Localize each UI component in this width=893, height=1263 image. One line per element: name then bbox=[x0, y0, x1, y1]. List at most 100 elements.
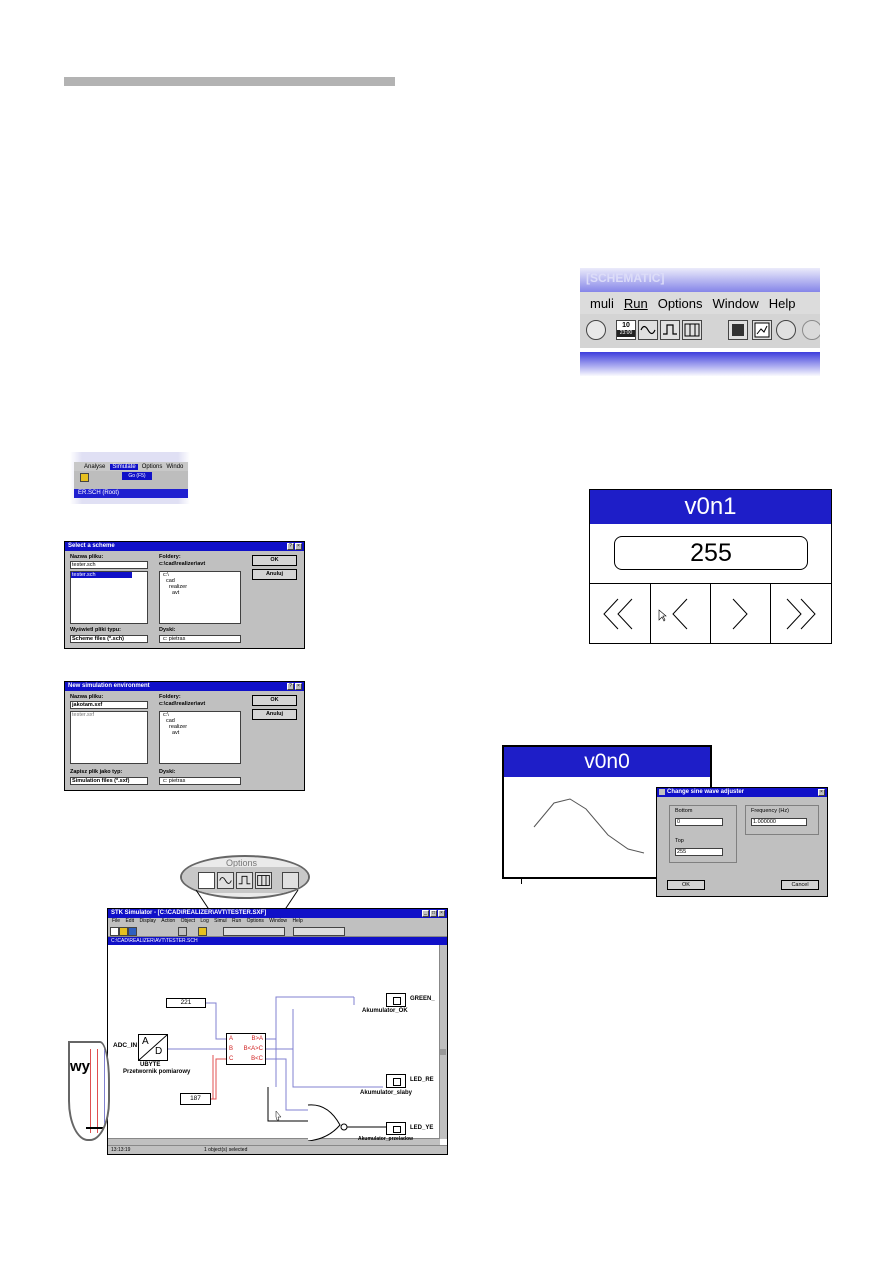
constant-187[interactable]: 187 bbox=[180, 1093, 211, 1105]
folder-tree[interactable]: c:\ cad realizer avt bbox=[159, 571, 241, 624]
menu-item-action[interactable]: Action bbox=[161, 918, 176, 924]
vertical-scrollbar[interactable] bbox=[439, 945, 447, 1139]
drives-label: Dyski: bbox=[159, 769, 176, 775]
led-green[interactable] bbox=[386, 993, 406, 1007]
table-icon[interactable] bbox=[682, 320, 702, 340]
menu-item-simul[interactable]: Simul bbox=[214, 918, 227, 924]
select-scheme-dialog: Select a scheme ?× Nazwa pliku: tester.s… bbox=[64, 541, 305, 649]
adc-block[interactable]: A D bbox=[138, 1034, 168, 1061]
folder-item[interactable]: c:\ bbox=[163, 572, 169, 578]
numeric-display-icon[interactable] bbox=[282, 872, 299, 889]
menu-item-help[interactable]: Help bbox=[292, 918, 303, 924]
filename-input[interactable]: tester.sch bbox=[70, 561, 148, 569]
menu-item-run[interactable]: Run bbox=[623, 295, 648, 311]
save-icon[interactable] bbox=[128, 927, 137, 936]
clock-icon[interactable]: 10 23:00 bbox=[616, 320, 636, 340]
menu-item-object[interactable]: Object bbox=[180, 918, 196, 924]
chart-display-icon[interactable] bbox=[752, 320, 772, 340]
filename-input[interactable]: jakotam.sxf bbox=[70, 701, 148, 709]
info-icon[interactable] bbox=[178, 927, 187, 936]
adjuster-tools[interactable] bbox=[223, 927, 285, 936]
menu-item-edit[interactable]: Edit bbox=[125, 918, 135, 924]
menu-item-help[interactable]: Help bbox=[768, 295, 796, 311]
more-icon[interactable] bbox=[802, 320, 820, 340]
gear-icon[interactable] bbox=[586, 320, 606, 340]
chevron-right-icon bbox=[732, 598, 748, 630]
ok-button[interactable]: OK bbox=[667, 880, 705, 890]
close-icon[interactable]: × bbox=[818, 789, 825, 796]
folder-item[interactable]: c:\ bbox=[163, 712, 169, 718]
settings-icon[interactable] bbox=[776, 320, 796, 340]
menu-item-log[interactable]: Log bbox=[200, 918, 209, 924]
square-wave-icon[interactable] bbox=[236, 872, 253, 889]
sine-wave-icon[interactable] bbox=[638, 320, 658, 340]
fast-increment-button[interactable] bbox=[770, 584, 830, 644]
title-glow bbox=[580, 268, 820, 292]
menu-item-simul[interactable]: muli bbox=[590, 295, 614, 311]
folder-item[interactable]: cad bbox=[166, 718, 175, 724]
filetype-select[interactable]: Scheme files (*.sch) bbox=[70, 635, 148, 643]
open-folder-icon[interactable] bbox=[119, 927, 128, 936]
constant-221[interactable]: 221 bbox=[166, 998, 206, 1008]
sine-wave-icon[interactable] bbox=[217, 872, 234, 889]
close-icon[interactable]: × bbox=[438, 910, 445, 917]
frequency-input[interactable]: 1.000000 bbox=[751, 818, 807, 826]
comparator-block[interactable]: A B C B>A B<A>C B<C bbox=[226, 1033, 266, 1065]
numeric-display-icon[interactable] bbox=[728, 320, 748, 340]
ok-button[interactable]: OK bbox=[252, 555, 297, 566]
file-list[interactable]: tester.sch bbox=[70, 571, 148, 624]
menu-item-options[interactable]: Options bbox=[246, 918, 264, 924]
folder-item[interactable]: avt bbox=[172, 730, 180, 736]
close-icon[interactable]: × bbox=[295, 543, 302, 550]
close-icon[interactable]: × bbox=[295, 683, 302, 690]
drives-select[interactable]: c: pietras bbox=[159, 635, 241, 643]
menu-item-window[interactable]: Windo bbox=[166, 463, 184, 470]
bottom-input[interactable]: 0 bbox=[675, 818, 723, 826]
folder-item[interactable]: cad bbox=[166, 578, 175, 584]
file-list[interactable]: tester.sxf bbox=[70, 711, 148, 764]
fast-decrement-button[interactable] bbox=[590, 584, 650, 644]
window-title: [SCHEMATIC] bbox=[586, 271, 665, 285]
increment-button[interactable] bbox=[710, 584, 770, 644]
menu-item-options[interactable]: Options bbox=[657, 295, 703, 311]
led-red[interactable] bbox=[386, 1074, 406, 1088]
run-icon[interactable] bbox=[198, 927, 207, 936]
folder-item[interactable]: realizer bbox=[169, 724, 188, 730]
minimize-icon[interactable]: _ bbox=[422, 910, 429, 917]
horizontal-scrollbar[interactable] bbox=[108, 1138, 440, 1146]
table-icon[interactable] bbox=[255, 872, 272, 889]
zoom-tools[interactable] bbox=[293, 927, 345, 936]
help-icon[interactable]: ? bbox=[287, 543, 294, 550]
cancel-button[interactable]: Cancel bbox=[781, 880, 819, 890]
menu-item-go[interactable]: Go (F5) bbox=[122, 472, 152, 480]
folder-item[interactable]: avt bbox=[172, 590, 180, 596]
top-input[interactable]: 255 bbox=[675, 848, 723, 856]
folder-tree[interactable]: c:\ cad realizer avt bbox=[159, 711, 241, 764]
list-item[interactable]: tester.sxf bbox=[72, 712, 95, 718]
menu-item-window[interactable]: Window bbox=[712, 295, 759, 311]
menu-item-simulate[interactable]: Simulate bbox=[110, 463, 138, 470]
menu-bar: File Edit Display Action Object Log Simu… bbox=[108, 918, 447, 926]
led-yellow[interactable] bbox=[386, 1122, 406, 1135]
double-chevron-left-icon bbox=[603, 598, 633, 630]
menu-item-analyse[interactable]: Analyse bbox=[84, 463, 106, 470]
help-icon[interactable]: ? bbox=[287, 683, 294, 690]
menu-item-file[interactable]: File bbox=[112, 918, 121, 924]
new-file-icon[interactable] bbox=[110, 927, 119, 936]
menu-item-display[interactable]: Display bbox=[139, 918, 156, 924]
folder-item[interactable]: realizer bbox=[169, 584, 188, 590]
decrement-button[interactable] bbox=[650, 584, 710, 644]
drives-select[interactable]: c: pietras bbox=[159, 777, 241, 785]
square-wave-icon[interactable] bbox=[660, 320, 680, 340]
maximize-icon[interactable]: □ bbox=[430, 910, 437, 917]
menu-item-window[interactable]: Window bbox=[269, 918, 288, 924]
filetype-select[interactable]: Simulation files (*.sxf) bbox=[70, 777, 148, 785]
cancel-button[interactable]: Anuluj bbox=[252, 569, 297, 580]
clock-icon[interactable] bbox=[198, 872, 215, 889]
ok-button[interactable]: OK bbox=[252, 695, 297, 706]
cancel-button[interactable]: Anuluj bbox=[252, 709, 297, 720]
menu-item-run[interactable]: Run bbox=[232, 918, 242, 924]
sine-wave-plot bbox=[533, 798, 645, 854]
list-item[interactable]: tester.sch bbox=[71, 572, 132, 578]
menu-item-options[interactable]: Options bbox=[141, 463, 163, 470]
